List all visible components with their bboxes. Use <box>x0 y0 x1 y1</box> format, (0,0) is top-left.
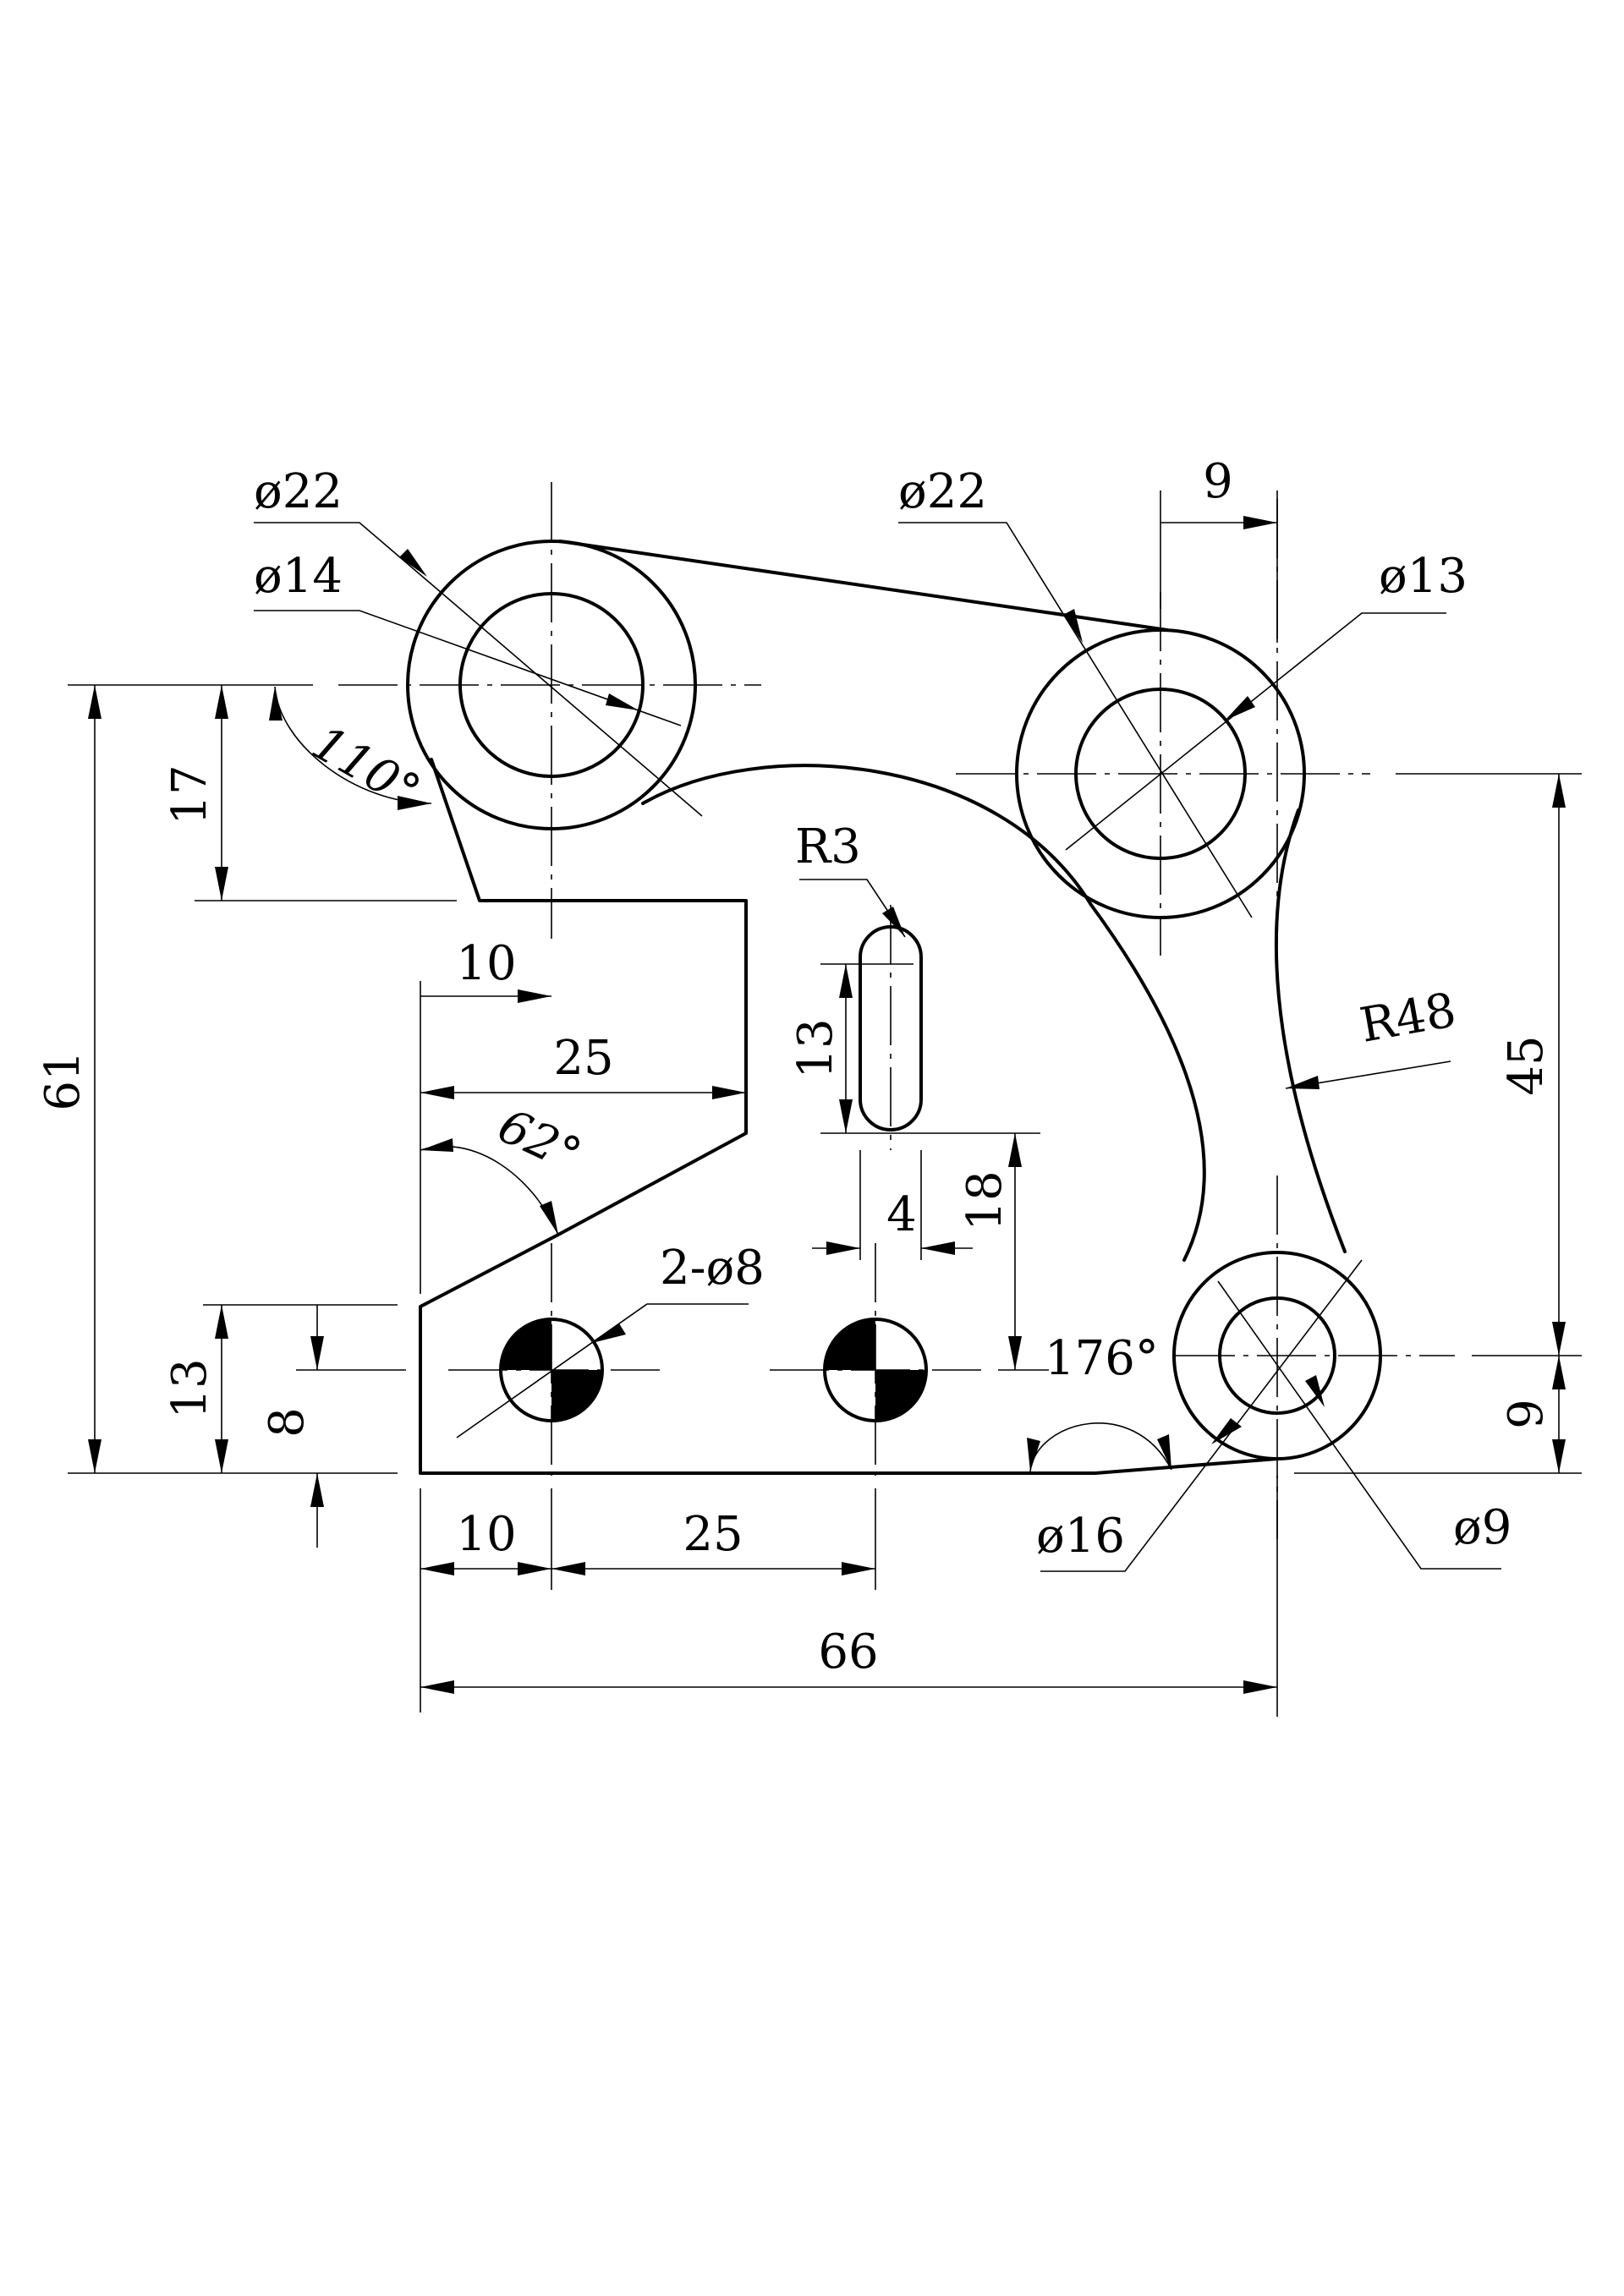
label-len-66: 66 <box>818 1625 878 1680</box>
boss-top-left-inner <box>458 592 645 778</box>
dim-10-top-arrow <box>518 989 551 1003</box>
dim-9-right-arrow-bottom <box>1552 1439 1566 1473</box>
dim-13-slot-arrow-bottom <box>839 1099 853 1133</box>
dim-61-arrow-top <box>88 685 102 719</box>
leader-d22-left <box>254 522 703 817</box>
dim-176-arrow-left <box>1027 1438 1040 1471</box>
label-len-25-bottom: 25 <box>683 1507 743 1562</box>
dim-176-arc <box>1029 1422 1172 1472</box>
leader-d14-arrow <box>606 693 639 710</box>
dim-110-arrow-right <box>398 796 431 810</box>
dim-66-arrow-right <box>1243 1680 1277 1694</box>
label-r48: R48 <box>1356 983 1460 1054</box>
dim-8-arrow-bottom <box>310 1473 324 1507</box>
dim-17-arrow-top <box>215 685 228 719</box>
dim-18-arrow-top <box>1008 1133 1022 1167</box>
label-len-45: 45 <box>1499 1035 1554 1095</box>
boss-top-right-inner <box>1074 688 1247 860</box>
dim-25-top-arrow-left <box>420 1086 454 1099</box>
r48-arc <box>1274 808 1347 1253</box>
label-d13: ø13 <box>1379 549 1468 604</box>
leader-d16 <box>1040 1259 1363 1572</box>
dim-9-right-arrow-top <box>1552 1356 1566 1389</box>
dim-45-arrow-bottom <box>1552 1322 1566 1356</box>
label-len-13-left: 13 <box>162 1358 217 1418</box>
leader-r3-arrow <box>882 907 905 937</box>
leader-2d8-arrow <box>592 1323 626 1343</box>
hole-1 <box>499 1318 604 1422</box>
part-outline <box>406 540 1382 1475</box>
dim-13-left-arrow-bottom <box>215 1439 228 1473</box>
dim-4-arrow-right <box>921 1241 955 1255</box>
label-len-18: 18 <box>957 1170 1012 1230</box>
leader-d16-arrow <box>1211 1418 1242 1444</box>
dim-13-left-arrow-top <box>215 1305 228 1339</box>
dim-25-bottom-arrow-right <box>842 1562 875 1575</box>
leader-d14 <box>254 610 682 726</box>
dim-13-slot-arrow-top <box>839 964 853 998</box>
label-len-9-top: 9 <box>1203 454 1233 509</box>
dim-17-arrow-bottom <box>215 867 228 901</box>
label-d14: ø14 <box>254 549 343 604</box>
label-len-9-right: 9 <box>1499 1399 1554 1429</box>
boss-top-left-outer <box>406 540 697 830</box>
dim-9-top-arrow <box>1243 516 1277 529</box>
label-d9-hole: ø9 <box>1453 1500 1512 1555</box>
dim-10-bottom-arrow-left <box>420 1562 454 1575</box>
label-len-17: 17 <box>162 764 217 825</box>
hole-2-quadrant-br <box>875 1370 926 1421</box>
label-len-8: 8 <box>260 1407 315 1438</box>
dim-110-arrow-top <box>269 687 283 721</box>
hole-1-quadrant-tl <box>501 1319 551 1370</box>
label-len-4: 4 <box>886 1187 917 1242</box>
label-d22-right: ø22 <box>898 464 987 519</box>
dimension-lines <box>88 516 1566 1694</box>
label-ang-62: 62° <box>490 1099 589 1184</box>
leader-d22-left-arrow <box>399 549 427 577</box>
leader-r48-arrow <box>1286 1076 1320 1089</box>
left-body-outline <box>419 758 1097 1475</box>
leader-2d8 <box>456 1303 749 1438</box>
label-len-10-bottom: 10 <box>456 1507 516 1562</box>
dim-62-arrow-left <box>420 1138 453 1152</box>
leader-d9-arrow <box>1305 1375 1325 1407</box>
dim-25-top-arrow-right <box>712 1086 746 1099</box>
dim-10-bottom-arrow-right <box>518 1562 551 1575</box>
label-len-25-top: 25 <box>553 1031 613 1086</box>
label-len-61: 61 <box>36 1050 91 1110</box>
leader-d22-right-arrow <box>1063 609 1083 643</box>
hole-2-quadrant-tl <box>825 1319 875 1370</box>
leader-lines <box>254 522 1501 1572</box>
dim-61-arrow-bottom <box>88 1439 102 1473</box>
label-d16: ø16 <box>1036 1509 1125 1564</box>
leader-d13-arrow <box>1225 696 1255 721</box>
label-d22-left: ø22 <box>254 464 343 519</box>
dim-8-arrow-top <box>310 1336 324 1370</box>
label-ang-110: 110° <box>303 715 429 820</box>
dim-25-bottom-arrow-left <box>551 1562 585 1575</box>
boss-bottom-right-inner <box>1218 1296 1336 1415</box>
dim-18-arrow-bottom <box>1008 1336 1022 1370</box>
dim-62-arrow-right <box>540 1201 558 1235</box>
hole-1-quadrant-br <box>551 1370 602 1421</box>
bottom-tangent-line <box>1094 1457 1279 1475</box>
label-len-13-slot: 13 <box>788 1018 843 1078</box>
dim-45-arrow-top <box>1552 774 1566 808</box>
leader-d13 <box>1065 612 1446 851</box>
leader-d9 <box>1217 1280 1501 1570</box>
label-ang-176: 176° <box>1045 1331 1159 1386</box>
label-len-10-top: 10 <box>456 936 516 991</box>
hole-2 <box>823 1318 928 1422</box>
dim-4-arrow-left <box>826 1241 860 1255</box>
dimension-labels: ø22 ø14 ø22 ø13 ø16 ø9 2-ø8 R3 R48 110° … <box>36 454 1554 1680</box>
label-2d8: 2-ø8 <box>660 1241 765 1296</box>
label-r3: R3 <box>795 819 861 874</box>
dim-176-arrow-right <box>1157 1434 1171 1470</box>
slot <box>859 925 923 1132</box>
inner-large-arc <box>641 764 1206 1262</box>
dim-66-arrow-left <box>420 1680 454 1694</box>
extension-lines <box>68 490 1582 1717</box>
leader-d22-right <box>898 522 1253 918</box>
